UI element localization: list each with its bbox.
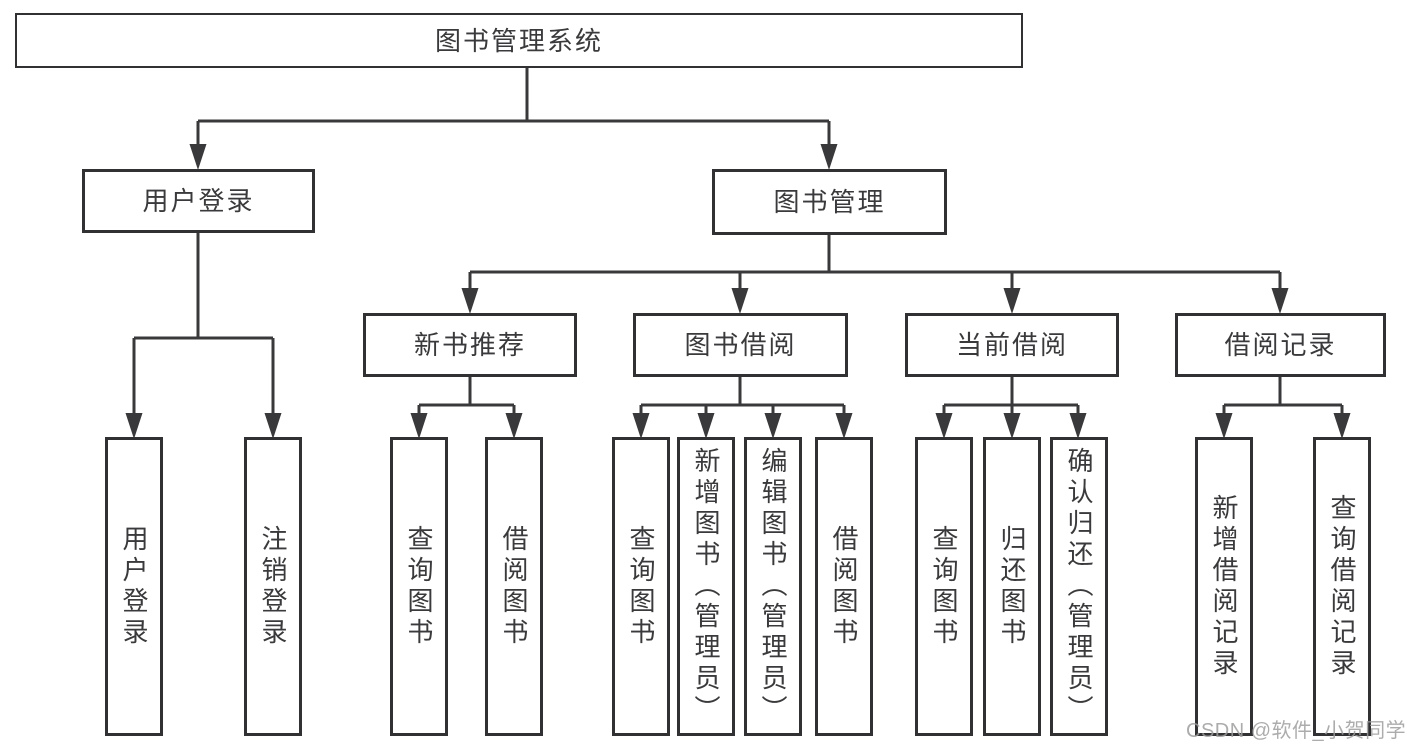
node-leaf-borrow-book-newbook: 借阅图书 — [485, 437, 543, 736]
node-leaf-confirm-return-admin: 确认归还（管理员） — [1050, 437, 1108, 736]
node-leaf-query-book-borrow: 查询图书 — [612, 437, 670, 736]
watermark: CSDN @软件_小贺同学 — [1186, 720, 1405, 742]
node-label: 查询图书 — [404, 524, 434, 649]
node-leaf-return-book: 归还图书 — [983, 437, 1041, 736]
node-leaf-query-book-newbook: 查询图书 — [390, 437, 448, 736]
node-leaf-add-borrow-record: 新增借阅记录 — [1195, 437, 1253, 736]
node-label: 用户登录 — [119, 524, 149, 649]
node-label: 新增借阅记录 — [1209, 493, 1239, 680]
node-borrow-records: 借阅记录 — [1175, 313, 1386, 377]
node-label: 图书借阅 — [684, 330, 797, 360]
node-label: 查询借阅记录 — [1327, 493, 1357, 680]
node-label: 借阅图书 — [499, 524, 529, 649]
node-label: 新增图书（管理员） — [691, 447, 721, 726]
node-leaf-query-book-current: 查询图书 — [915, 437, 973, 736]
node-label: 当前借阅 — [955, 330, 1068, 360]
node-current-borrow: 当前借阅 — [905, 313, 1119, 377]
node-label: 查询图书 — [626, 524, 656, 649]
node-label: 注销登录 — [258, 524, 288, 649]
node-label: 查询图书 — [929, 524, 959, 649]
node-label: 编辑图书（管理员） — [758, 447, 788, 726]
node-label: 确认归还（管理员） — [1064, 447, 1094, 726]
node-new-book-recommend: 新书推荐 — [363, 313, 577, 377]
node-user-login-branch: 用户登录 — [82, 169, 315, 233]
node-leaf-user-login: 用户登录 — [105, 437, 163, 736]
node-label: 用户登录 — [142, 186, 255, 216]
node-leaf-query-borrow-record: 查询借阅记录 — [1313, 437, 1371, 736]
node-label: 图书管理系统 — [434, 25, 603, 56]
node-leaf-edit-book-admin: 编辑图书（管理员） — [744, 437, 802, 736]
node-label: 归还图书 — [997, 524, 1027, 649]
node-root: 图书管理系统 — [15, 13, 1023, 68]
node-leaf-borrow-book: 借阅图书 — [815, 437, 873, 736]
node-book-borrow: 图书借阅 — [633, 313, 848, 377]
node-label: 借阅图书 — [829, 524, 859, 649]
node-label: 图书管理 — [773, 187, 886, 217]
node-label: 借阅记录 — [1224, 330, 1337, 360]
node-book-management-branch: 图书管理 — [712, 169, 947, 235]
node-leaf-logout: 注销登录 — [244, 437, 302, 736]
node-label: 新书推荐 — [413, 330, 526, 360]
node-leaf-add-book-admin: 新增图书（管理员） — [677, 437, 735, 736]
